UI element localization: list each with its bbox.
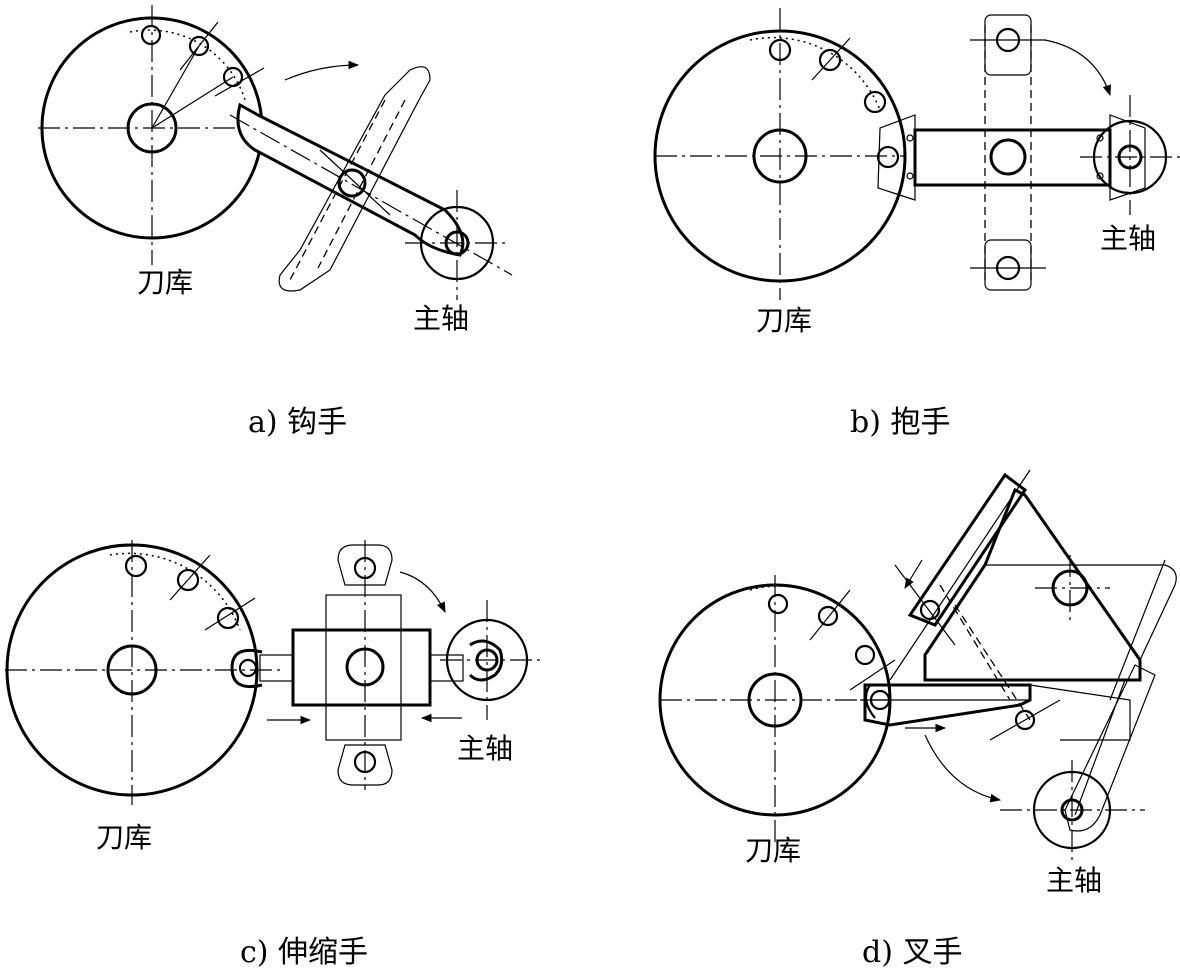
panel-a-tool-magazine: [38, 5, 265, 265]
panel-a-hook-hand: 刀库 主轴 a) 钩手: [38, 5, 513, 440]
panel-c-rotation-arrow: [399, 571, 446, 613]
panel-c-telescopic-hand: 主轴 刀库 c) 伸缩手: [5, 540, 540, 970]
panel-b-spindle: [1080, 95, 1180, 215]
panel-b-spindle-label: 主轴: [1100, 222, 1156, 255]
panel-d-magazine-label: 刀库: [745, 834, 801, 867]
panel-d-fork-arrow: [904, 559, 923, 589]
panel-c-spindle: [440, 600, 540, 720]
panel-a-hook-arm: [229, 102, 513, 276]
panel-d-fork-assembly: [860, 469, 1177, 741]
panel-d-fork-hand: 主轴 刀库 d) 叉手: [658, 469, 1177, 970]
panel-d-rotation-arrow: [924, 734, 1002, 803]
panel-a-rotation-arrow: [284, 60, 360, 81]
panel-b-caption: b) 抱手: [850, 405, 950, 440]
panel-a-caption: a) 钩手: [248, 405, 347, 440]
panel-c-tool-magazine: [5, 540, 285, 805]
panel-a-spindle: [405, 190, 510, 300]
panel-c-spindle-label: 主轴: [457, 732, 513, 765]
panel-c-telescopic-arm: [230, 540, 464, 790]
panel-a-hidden-arm: [278, 66, 431, 292]
panel-d-spindle: [1000, 760, 1145, 860]
panel-d-hidden-fork: [1064, 664, 1156, 832]
panel-c-magazine-label: 刀库: [96, 821, 152, 854]
panel-a-spindle-label: 主轴: [413, 302, 469, 335]
panel-d-tool-magazine: [658, 575, 896, 845]
panel-c-caption: c) 伸缩手: [240, 935, 368, 970]
panel-b-clamp-hand: 主轴 刀库 b) 抱手: [653, 8, 1180, 440]
panel-b-rotation-arrow: [1044, 39, 1112, 97]
panel-b-magazine-label: 刀库: [756, 304, 812, 337]
panel-b-tool-magazine: [653, 8, 907, 300]
panel-d-caption: d) 叉手: [862, 935, 962, 970]
panel-a-magazine-label: 刀库: [137, 266, 193, 299]
panel-d-spindle-label: 主轴: [1046, 864, 1102, 897]
